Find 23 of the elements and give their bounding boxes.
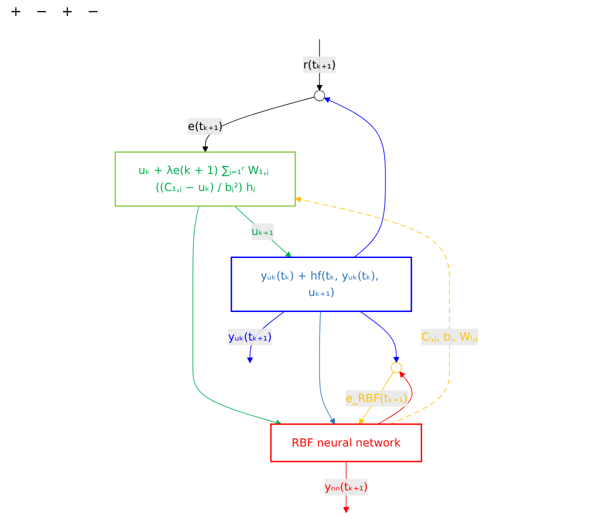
edge-label: uₖ₊₁	[251, 224, 274, 238]
arrow	[202, 96, 315, 152]
node-circle	[390, 362, 402, 374]
node-box: uₖ + λe(k + 1) ∑ⱼ₌₁ʳ W₁,ⱼ ((C₁,ⱼ − uₖ) / bⱼ²) hⱼ	[114, 151, 296, 207]
arrow	[324, 97, 386, 258]
sign-label: +	[61, 4, 74, 20]
edge-label: yₙₙ(tₖ₊₁)	[324, 480, 368, 494]
edge-label: r(tₖ₊₁)	[303, 58, 336, 72]
arrow	[378, 371, 412, 424]
sign-label: +	[10, 4, 22, 20]
sign-label: −	[87, 4, 99, 20]
arrow	[234, 206, 292, 258]
arrow	[360, 310, 400, 363]
edge-label: yᵤₖ(tₖ₊₁)	[228, 330, 272, 344]
edge-label: e_RBF(tₖ₊₁)	[346, 392, 408, 405]
sign-label: −	[36, 4, 48, 20]
node-box: yᵤₖ(tₖ) + hf(tₖ, yᵤₖ(tₖ), uₖ₊₁)	[230, 256, 412, 312]
node-circle	[314, 90, 326, 102]
arrow	[192, 206, 282, 426]
node-box: RBF neural network	[270, 423, 422, 462]
edge-label: Cᵢ,ⱼ, bⱼ, Wₗ,ⱼ	[421, 330, 478, 344]
edge-label: e(tₖ₊₁)	[188, 120, 223, 133]
arrow	[319, 310, 336, 424]
